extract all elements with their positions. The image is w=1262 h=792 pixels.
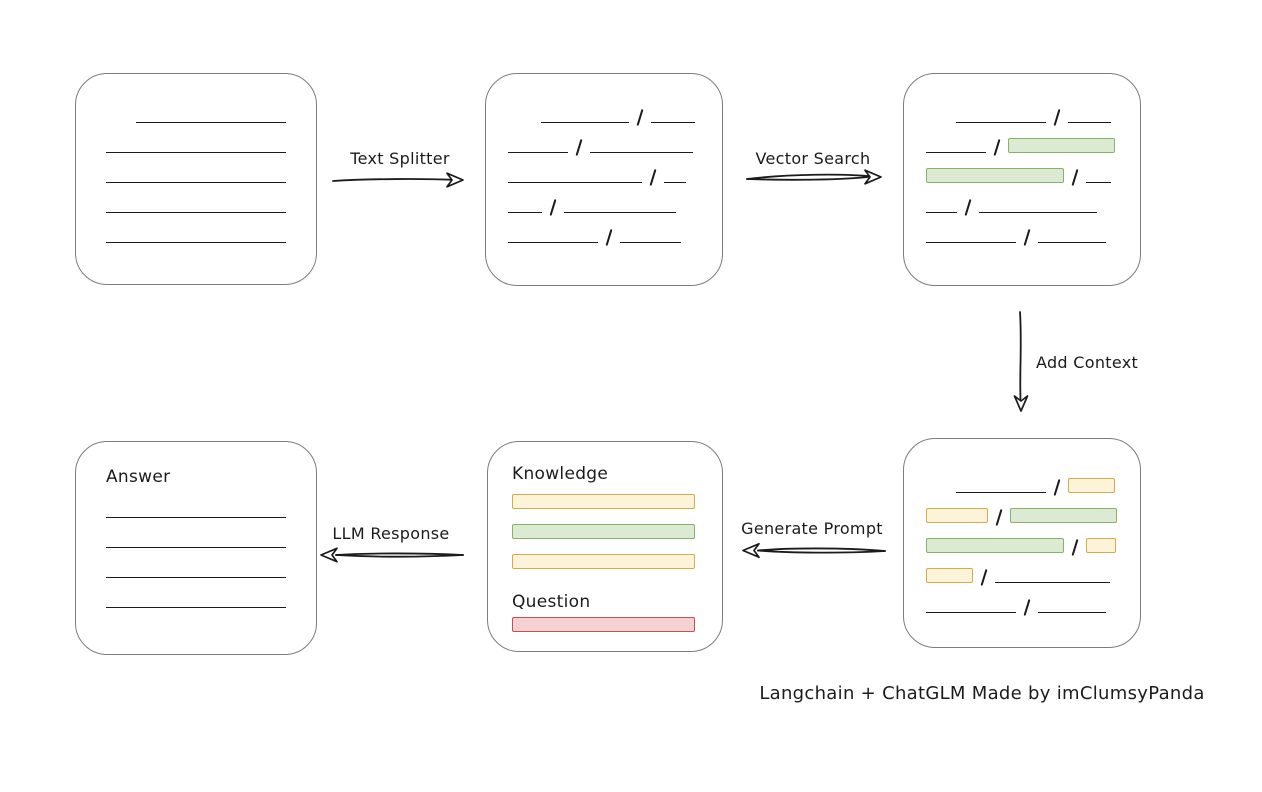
chunk-row xyxy=(926,463,1118,496)
slash-separator xyxy=(1023,599,1031,616)
text-line xyxy=(136,122,286,123)
green-highlight-bar xyxy=(1010,508,1118,523)
chunk-row xyxy=(512,494,698,524)
chunk-row xyxy=(106,93,286,123)
chunk-row xyxy=(106,518,286,548)
slash-separator xyxy=(1023,229,1031,246)
chunk-row xyxy=(106,153,286,183)
chunk-row xyxy=(512,617,698,647)
caption: Langchain + ChatGLM Made by imClumsyPand… xyxy=(759,683,1205,704)
text-line xyxy=(541,122,629,123)
text-line xyxy=(664,182,687,183)
text-splitter-arrow xyxy=(332,172,464,188)
node-prompt: Knowledge Question xyxy=(487,441,723,652)
node-answer: Answer xyxy=(75,441,317,655)
green-highlight-bar xyxy=(926,168,1064,183)
text-line xyxy=(590,152,694,153)
chunk-row xyxy=(926,583,1118,616)
chunk-row xyxy=(106,488,286,518)
chunk-row xyxy=(508,123,700,156)
node-retrieved-chunks xyxy=(903,73,1141,286)
chunk-row xyxy=(106,183,286,213)
chunk-row xyxy=(926,123,1118,156)
text-line xyxy=(508,152,568,153)
chunk-row xyxy=(508,183,700,216)
chunk-row xyxy=(926,153,1118,186)
llm-response-arrow-label: LLM Response xyxy=(332,524,450,543)
green-highlight-bar xyxy=(1008,138,1116,153)
add-context-arrow-label: Add Context xyxy=(1036,353,1139,372)
chunk-row xyxy=(926,553,1118,586)
generate-prompt-arrow-label: Generate Prompt xyxy=(741,519,883,538)
text-line xyxy=(106,182,286,183)
chunk-row xyxy=(106,213,286,243)
chunk-row xyxy=(508,153,700,186)
llm-response-arrow xyxy=(320,547,464,563)
text-line xyxy=(106,212,286,213)
yellow-highlight-bar xyxy=(512,554,695,569)
vector-search-arrow-label: Vector Search xyxy=(755,149,871,168)
node-context-chunks xyxy=(903,438,1141,648)
yellow-highlight-bar xyxy=(926,568,973,583)
text-line xyxy=(956,492,1046,493)
knowledge-bars xyxy=(512,494,698,584)
chunk-row xyxy=(926,493,1118,526)
generate-prompt-arrow xyxy=(742,542,886,559)
text-line xyxy=(995,582,1111,583)
text-line xyxy=(106,607,286,608)
yellow-highlight-bar xyxy=(512,494,695,509)
add-context-arrow xyxy=(1013,311,1029,412)
text-line xyxy=(106,152,286,153)
chunk-row xyxy=(512,554,698,584)
chunk-row xyxy=(508,93,700,126)
chunk-row xyxy=(926,183,1118,216)
text-line xyxy=(926,152,986,153)
text-line xyxy=(106,577,286,578)
text-line xyxy=(106,547,286,548)
text-line xyxy=(956,122,1046,123)
yellow-highlight-bar xyxy=(926,508,988,523)
question-bars xyxy=(512,617,698,647)
text-line xyxy=(926,242,1016,243)
answer-lines xyxy=(106,488,286,608)
text-line xyxy=(651,122,696,123)
green-highlight-bar xyxy=(926,538,1064,553)
text-line xyxy=(926,612,1016,613)
text-splitter-arrow-label: Text Splitter xyxy=(350,149,450,168)
chunk-row xyxy=(508,213,700,246)
text-line xyxy=(1038,612,1107,613)
slash-separator xyxy=(605,229,613,246)
yellow-highlight-bar xyxy=(1086,538,1117,553)
chunk-row xyxy=(106,578,286,608)
green-highlight-bar xyxy=(512,524,695,539)
chunk-row xyxy=(926,523,1118,556)
chunk-row xyxy=(926,213,1118,246)
text-line xyxy=(1038,242,1107,243)
chunk-row xyxy=(106,548,286,578)
node-source-document xyxy=(75,73,317,285)
chunk-row xyxy=(926,93,1118,126)
text-line xyxy=(508,212,542,213)
node-text-chunks xyxy=(485,73,723,286)
text-line xyxy=(1068,122,1112,123)
chunk-row xyxy=(512,524,698,554)
answer-label: Answer xyxy=(106,467,171,487)
text-line xyxy=(106,517,286,518)
text-line xyxy=(564,212,677,213)
text-line xyxy=(1086,182,1112,183)
text-line xyxy=(926,212,957,213)
red-highlight-bar xyxy=(512,617,695,632)
vector-search-arrow xyxy=(746,169,882,185)
question-label: Question xyxy=(512,592,591,612)
yellow-highlight-bar xyxy=(1068,478,1116,493)
text-line xyxy=(508,242,598,243)
text-line xyxy=(508,182,642,183)
chunk-row xyxy=(106,123,286,153)
text-line xyxy=(106,242,286,243)
text-line xyxy=(979,212,1098,213)
knowledge-label: Knowledge xyxy=(512,464,609,484)
text-line xyxy=(620,242,682,243)
